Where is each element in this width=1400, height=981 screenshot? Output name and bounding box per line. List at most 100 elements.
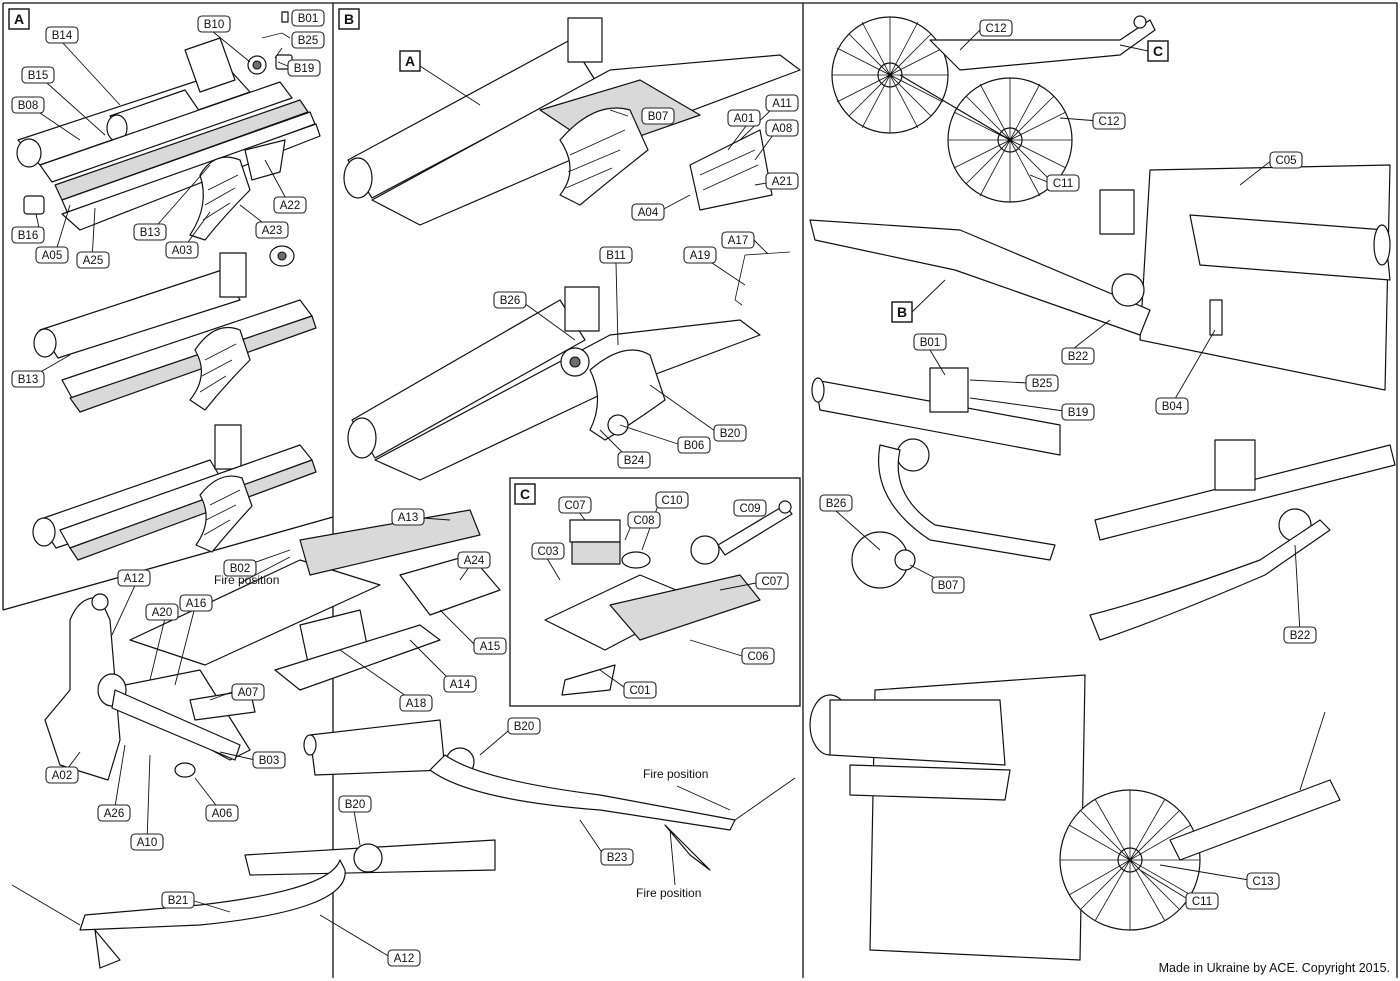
section-tag-a: A xyxy=(8,8,30,30)
label-c10: C10 xyxy=(655,491,689,509)
note-fire-position-2: Fire position xyxy=(643,767,708,781)
label-c09: C09 xyxy=(733,499,767,517)
label-a26: A26 xyxy=(97,804,131,822)
note-fire-position-3: Fire position xyxy=(636,886,701,900)
label-c05: C05 xyxy=(1269,151,1303,169)
label-a17: A17 xyxy=(721,231,755,249)
label-b04: B04 xyxy=(1155,397,1189,415)
svg-text:B26: B26 xyxy=(500,295,520,307)
svg-text:A24: A24 xyxy=(464,555,485,567)
label-a15: A15 xyxy=(473,637,507,655)
svg-text:B07: B07 xyxy=(938,580,958,592)
label-b01-right: B01 xyxy=(913,333,947,351)
svg-text:B25: B25 xyxy=(298,35,318,47)
label-a06: A06 xyxy=(205,804,239,822)
svg-text:B19: B19 xyxy=(294,63,314,75)
label-b07-right: B07 xyxy=(931,576,965,594)
label-b19-right: B19 xyxy=(1061,403,1095,421)
svg-text:B04: B04 xyxy=(1162,401,1183,413)
section-ref-a: A xyxy=(399,50,421,72)
label-b22-right: B22 xyxy=(1283,626,1317,644)
label-c07-left: C07 xyxy=(558,496,592,514)
label-c03: C03 xyxy=(531,542,565,560)
svg-text:A01: A01 xyxy=(734,113,754,125)
svg-text:B20: B20 xyxy=(514,721,534,733)
svg-text:A17: A17 xyxy=(728,235,748,247)
label-b26-top: B26 xyxy=(493,291,527,309)
panel-c-illustrations xyxy=(544,500,793,696)
section-tag-b: B xyxy=(338,8,360,30)
svg-text:B15: B15 xyxy=(28,70,48,82)
label-c12-top: C12 xyxy=(979,19,1013,37)
svg-text:A12: A12 xyxy=(124,573,144,585)
right-illustrations xyxy=(809,15,1396,961)
svg-text:A14: A14 xyxy=(450,679,471,691)
svg-text:B02: B02 xyxy=(230,563,250,575)
label-a22: A22 xyxy=(273,196,307,214)
svg-text:C12: C12 xyxy=(985,23,1006,35)
label-c06: C06 xyxy=(741,647,775,665)
label-a12-mid: A12 xyxy=(117,569,151,587)
svg-text:B16: B16 xyxy=(18,230,38,242)
label-a24: A24 xyxy=(457,551,491,569)
svg-text:A19: A19 xyxy=(690,250,710,262)
label-b20-lower: B20 xyxy=(507,717,541,735)
svg-text:C07: C07 xyxy=(564,500,585,512)
label-b24: B24 xyxy=(617,451,651,469)
label-c11-bottom: C11 xyxy=(1185,892,1219,910)
svg-text:A10: A10 xyxy=(137,837,157,849)
svg-text:A02: A02 xyxy=(52,770,72,782)
svg-text:B22: B22 xyxy=(1290,630,1310,642)
svg-text:C10: C10 xyxy=(661,495,682,507)
svg-text:B24: B24 xyxy=(624,455,645,467)
svg-text:C07: C07 xyxy=(761,576,782,588)
label-a12-bottom: A12 xyxy=(387,949,421,967)
label-b13-mid: B13 xyxy=(11,370,45,388)
svg-text:B08: B08 xyxy=(18,100,38,112)
label-a02: A02 xyxy=(45,766,79,784)
svg-text:C05: C05 xyxy=(1275,155,1296,167)
svg-text:C: C xyxy=(1153,43,1163,59)
svg-text:A21: A21 xyxy=(772,176,792,188)
label-b20-bottom: B20 xyxy=(338,795,372,813)
sub-panel-c-frame xyxy=(509,477,801,707)
svg-text:B25: B25 xyxy=(1032,378,1052,390)
label-b08: B08 xyxy=(11,96,45,114)
label-c13: C13 xyxy=(1246,872,1280,890)
svg-text:B10: B10 xyxy=(204,19,224,31)
svg-text:A05: A05 xyxy=(42,250,62,262)
svg-text:B20: B20 xyxy=(345,799,365,811)
label-b06: B06 xyxy=(677,436,711,454)
label-c01: C01 xyxy=(623,681,657,699)
svg-text:A11: A11 xyxy=(772,98,792,110)
svg-text:C11: C11 xyxy=(1053,178,1073,190)
label-a11: A11 xyxy=(765,94,799,112)
svg-text:C08: C08 xyxy=(633,515,654,527)
label-c11-top: C11 xyxy=(1046,174,1080,192)
label-b11: B11 xyxy=(599,246,633,264)
label-b20-top: B20 xyxy=(713,424,747,442)
panel-b-illustrations xyxy=(343,17,801,481)
note-fire-position-1: Fire position xyxy=(214,573,279,587)
label-a25: A25 xyxy=(76,251,110,269)
svg-text:A13: A13 xyxy=(398,512,418,524)
copyright-footer: Made in Ukraine by ACE. Copyright 2015. xyxy=(1159,961,1390,975)
svg-text:C: C xyxy=(520,486,530,502)
svg-text:B: B xyxy=(344,11,354,27)
label-a05: A05 xyxy=(35,246,69,264)
label-b03: B03 xyxy=(252,751,286,769)
svg-text:C13: C13 xyxy=(1252,876,1273,888)
svg-text:B11: B11 xyxy=(606,250,626,262)
label-a03: A03 xyxy=(165,241,199,259)
label-b25: B25 xyxy=(291,31,325,49)
svg-text:A15: A15 xyxy=(480,641,500,653)
label-b22-top: B22 xyxy=(1061,347,1095,365)
label-c07-right: C07 xyxy=(755,572,789,590)
svg-text:C06: C06 xyxy=(747,651,768,663)
label-b01: B01 xyxy=(291,9,325,27)
svg-text:A: A xyxy=(405,53,415,69)
svg-text:A12: A12 xyxy=(394,953,414,965)
label-b21: B21 xyxy=(161,891,195,909)
svg-text:A: A xyxy=(14,11,24,27)
svg-text:A22: A22 xyxy=(280,200,300,212)
